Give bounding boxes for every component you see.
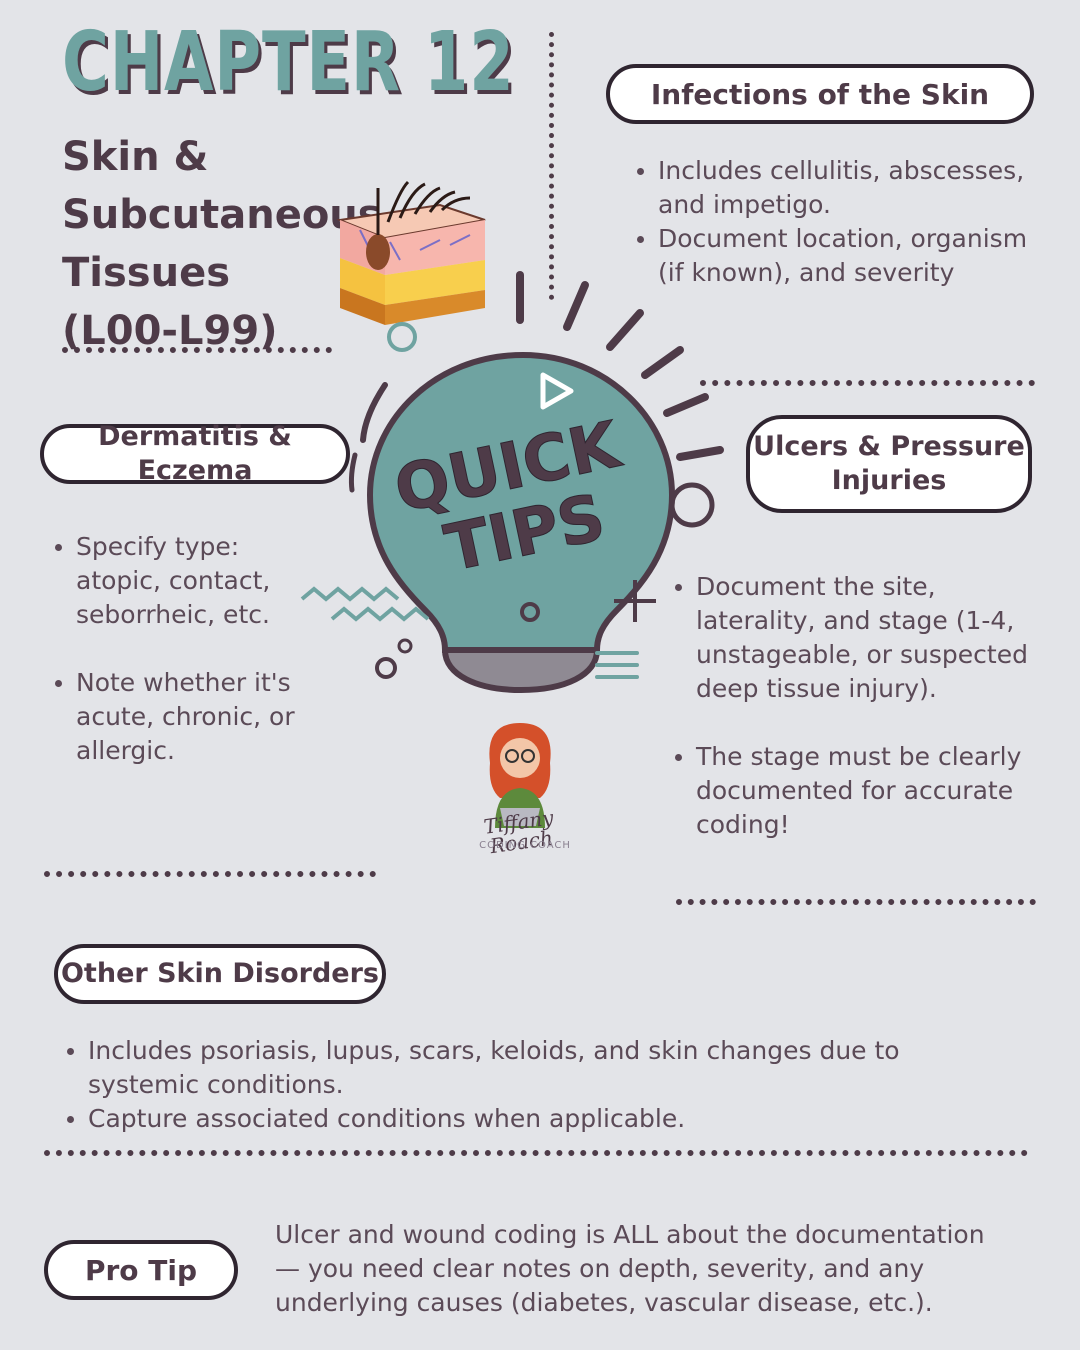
other-heading: Other Skin Disorders	[54, 944, 386, 1004]
ulcers-heading-label: Injuries	[831, 465, 947, 496]
list-item: Includes cellulitis, abscesses, and impe…	[637, 154, 1058, 222]
other-list: Includes psoriasis, lupus, scars, keloid…	[66, 1034, 1018, 1136]
other-heading-label: Other Skin Disorders	[60, 958, 379, 990]
pro-tip-label: Pro Tip	[44, 1240, 238, 1300]
list-item: Includes psoriasis, lupus, scars, keloid…	[67, 1034, 1018, 1102]
ulcers-heading-label: Ulcers & Pressure	[753, 431, 1025, 463]
dermatitis-heading-label: Dermatitis & Eczema	[98, 421, 292, 486]
dermatitis-list: Specify type: atopic, contact, seborrhei…	[54, 530, 306, 768]
avatar-icon	[489, 723, 551, 828]
zigzag-icon	[300, 586, 430, 622]
signature-sub: CODING COACH	[479, 840, 571, 851]
subtitle-line: Skin & Subcutaneous	[62, 134, 382, 238]
ulcers-heading: Ulcers & Pressure Injuries	[746, 415, 1032, 513]
list-item: Note whether it's acute, chronic, or all…	[55, 666, 306, 768]
subtitle-line: (L00-L99)	[62, 308, 278, 354]
subtitle-line: Tissues	[62, 250, 231, 296]
list-item: Capture associated conditions when appli…	[67, 1102, 1018, 1136]
lightbulb-icon: QUICK TIPS	[348, 271, 724, 694]
list-item: The stage must be clearly documented for…	[675, 740, 1041, 842]
ulcers-list: Document the site, laterality, and stage…	[674, 570, 1041, 842]
plus-sparkle-icon	[614, 580, 656, 622]
divider	[676, 899, 1036, 905]
infections-heading: Infections of the Skin	[606, 64, 1034, 124]
chapter-subtitle: Skin & Subcutaneous Tissues (L00-L99)	[62, 128, 482, 360]
list-item: Specify type: atopic, contact, seborrhei…	[55, 530, 306, 632]
circles-icon	[375, 638, 413, 679]
divider	[44, 871, 376, 877]
pro-tip-label-text: Pro Tip	[84, 1253, 198, 1287]
chapter-title: CHAPTER 12	[62, 15, 515, 110]
pro-tip-text: Ulcer and wound coding is ALL about the …	[275, 1220, 985, 1317]
infections-heading-label: Infections of the Skin	[650, 77, 990, 111]
divider	[700, 380, 1035, 386]
divider	[44, 1150, 1028, 1156]
vertical-divider	[549, 32, 554, 300]
list-item: Document location, organism (if known), …	[637, 222, 1058, 290]
skin-layers-icon	[336, 180, 486, 352]
infections-list: Includes cellulitis, abscesses, and impe…	[636, 154, 1058, 290]
dermatitis-heading: Dermatitis & Eczema	[40, 421, 350, 486]
divider	[62, 347, 332, 353]
play-icon	[540, 372, 574, 410]
list-item: Document the site, laterality, and stage…	[675, 570, 1041, 706]
